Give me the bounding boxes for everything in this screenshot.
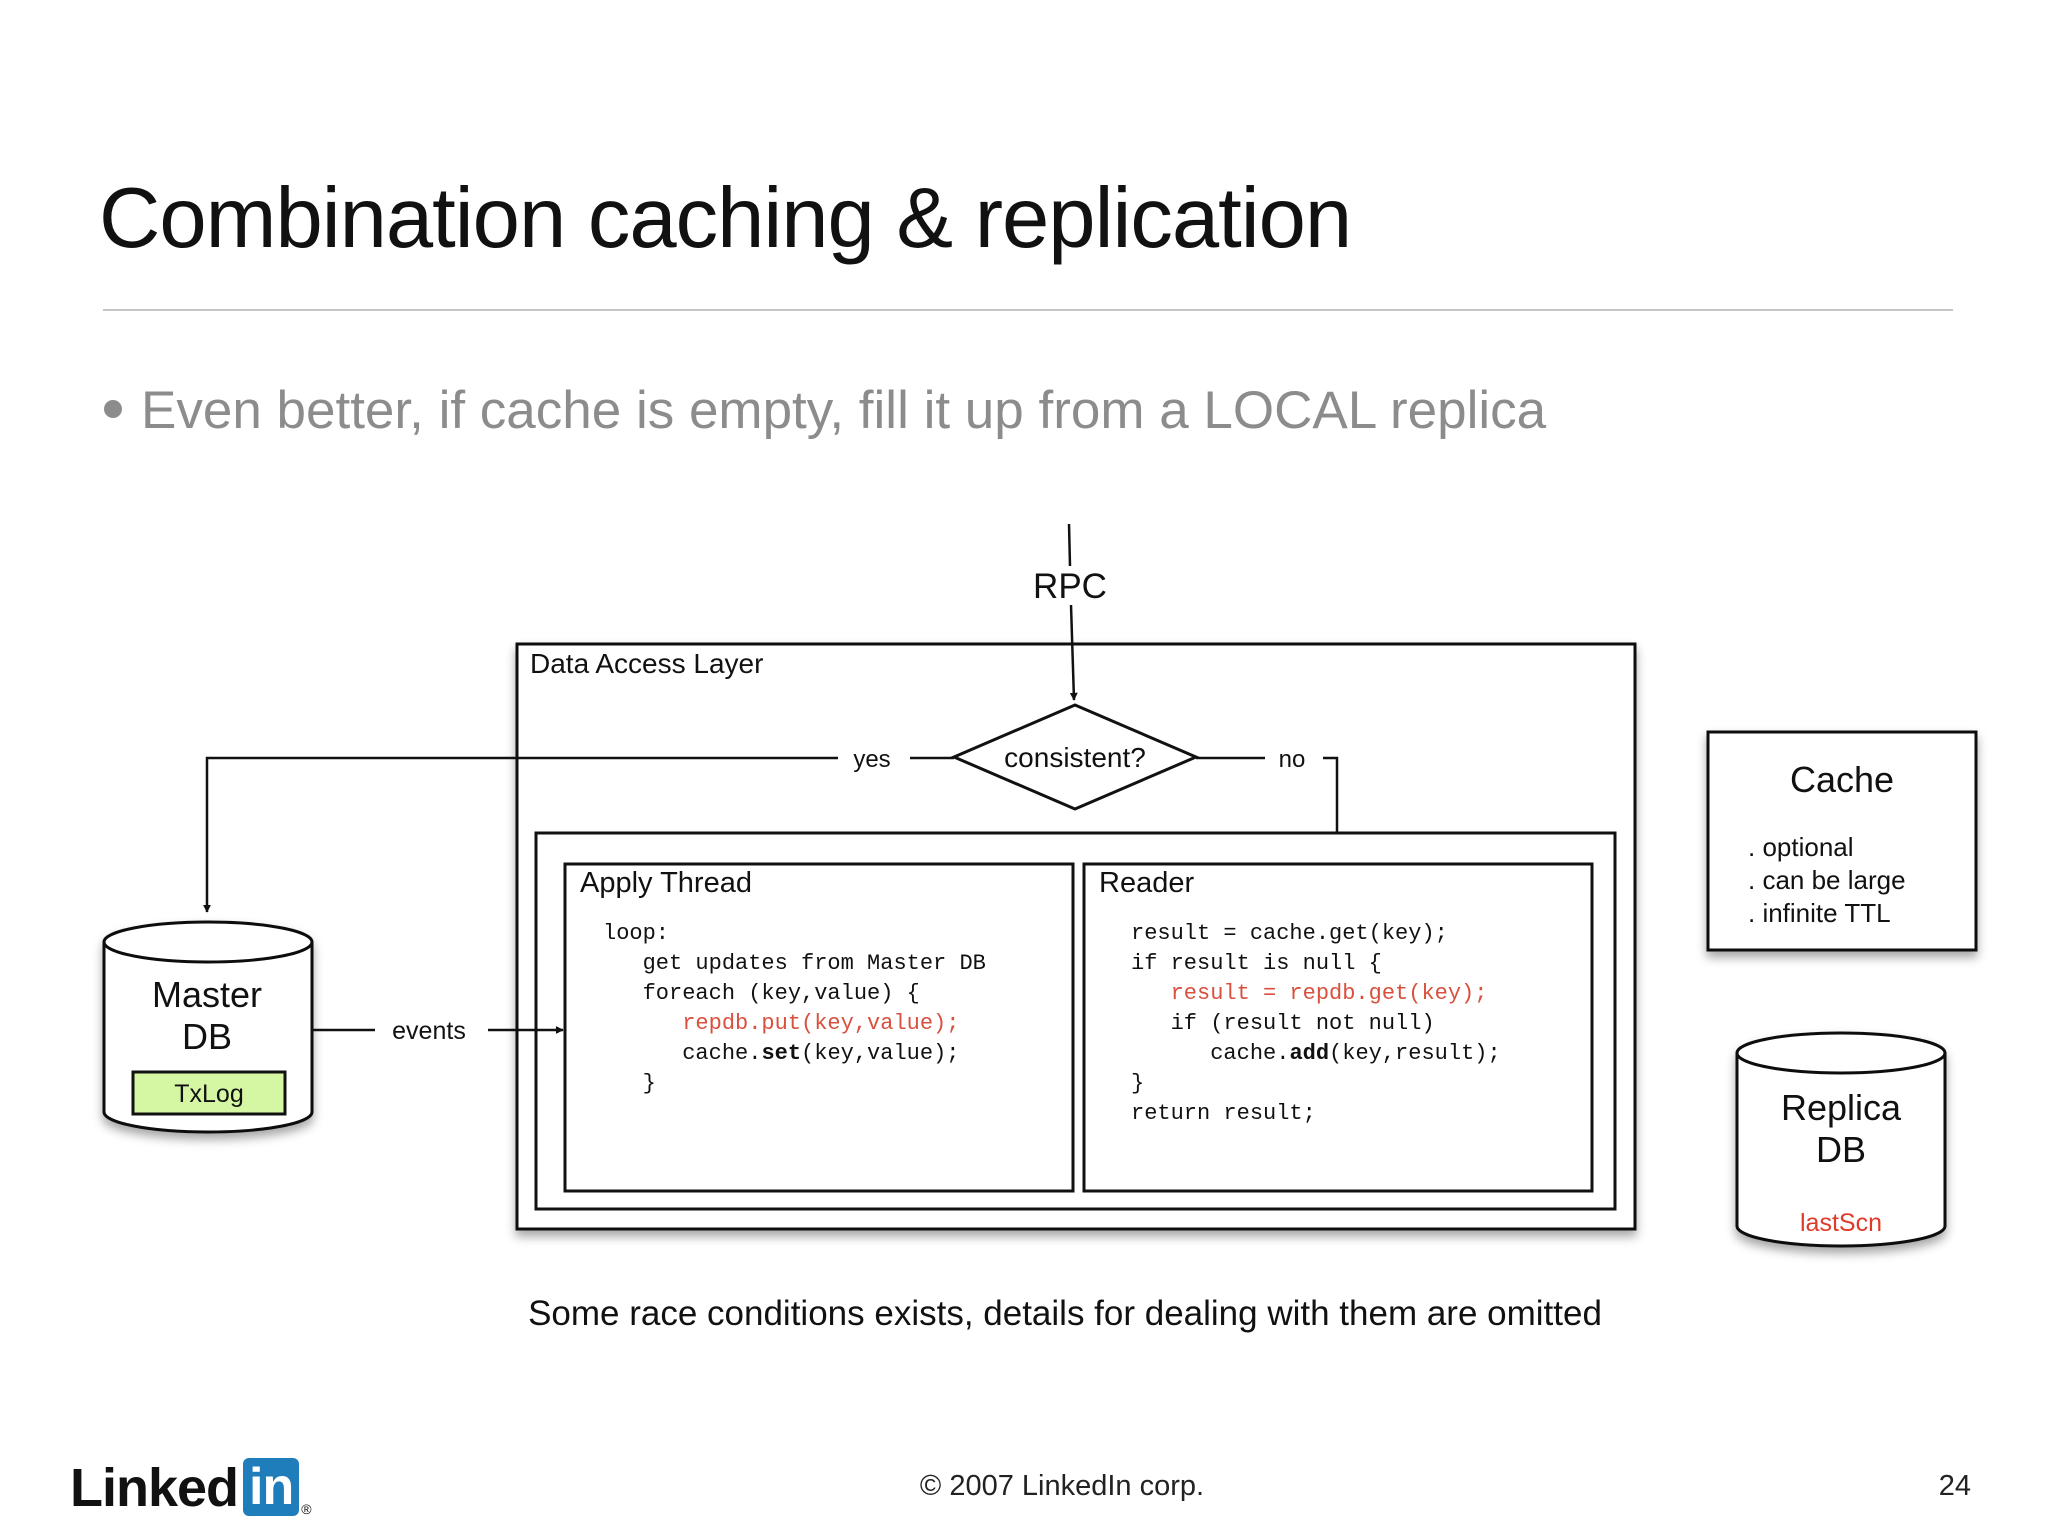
- logo-registered-mark: ®: [301, 1501, 312, 1517]
- apply-thread-title: Apply Thread: [580, 867, 752, 899]
- reader-code-line: result = repdb.get(key);: [1131, 981, 1487, 1006]
- page-number: 24: [1938, 1470, 1971, 1502]
- slide-title: Combination caching & replication: [99, 171, 1352, 266]
- replica-db-cylinder: [1735, 1031, 1947, 1248]
- consistent-decision-diamond: [950, 703, 1200, 811]
- title-divider: [103, 309, 1953, 311]
- reader-code-line: }: [1131, 1071, 1144, 1096]
- master-db-label-line2: DB: [182, 1016, 232, 1057]
- rpc-line-top: [1067, 523, 1072, 567]
- reader-code-method: add: [1289, 1041, 1329, 1066]
- apply-thread-code-line: repdb.put(key,value);: [603, 1011, 959, 1036]
- txlog-box: [131, 1070, 287, 1116]
- no-label: no: [1279, 746, 1306, 773]
- bullet-text: Even better, if cache is empty, fill it …: [141, 381, 1547, 440]
- reader-code-line: if result is null {: [1131, 951, 1382, 976]
- reader-title: Reader: [1099, 867, 1194, 899]
- reader-box: [1082, 862, 1594, 1193]
- reader-code: result = cache.get(key); if result is nul…: [1131, 921, 1501, 1126]
- no-arrow-to-reader: [1323, 756, 1341, 861]
- replica-db-label-line2: DB: [1816, 1129, 1866, 1170]
- race-condition-note: Some race conditions exists, details for…: [528, 1294, 1602, 1333]
- copyright-text: © 2007 LinkedIn corp.: [919, 1470, 1205, 1502]
- cache-title: Cache: [1790, 759, 1894, 800]
- bullet-dot: [104, 400, 122, 418]
- logo-in-box: in: [243, 1458, 300, 1516]
- master-db-label-line1: Master: [152, 974, 262, 1015]
- reader-code-line: result = cache.get(key);: [1131, 921, 1448, 946]
- apply-thread-code-post: (key,value);: [801, 1041, 959, 1066]
- cache-note: . optional: [1748, 832, 1854, 862]
- apply-thread-code-line: get updates from Master DB: [603, 951, 986, 976]
- apply-thread-code: loop: get updates from Master DB foreach…: [603, 921, 986, 1096]
- replica-db-label-line1: Replica: [1781, 1087, 1902, 1128]
- cache-box: [1706, 730, 1978, 952]
- txlog-label: TxLog: [174, 1080, 243, 1108]
- reader-code-line: cache.add(key,result);: [1131, 1041, 1501, 1066]
- apply-thread-code-pre: cache.: [603, 1041, 761, 1066]
- data-access-layer-label: Data Access Layer: [530, 648, 763, 679]
- linkedin-logo: Linked in ®: [70, 1448, 312, 1516]
- logo-wordmark: Linked: [70, 1458, 239, 1518]
- cache-notes: . optional. can be large. infinite TTL: [1748, 832, 1906, 928]
- reader-code-post: (key,result);: [1329, 1041, 1501, 1066]
- cache-note: . can be large: [1748, 865, 1906, 895]
- reader-code-pre: cache.: [1131, 1041, 1289, 1066]
- rpc-label: RPC: [1033, 567, 1107, 606]
- apply-thread-code-method: set: [761, 1041, 801, 1066]
- apply-thread-code-line: }: [603, 1071, 656, 1096]
- apply-thread-code-line: foreach (key,value) {: [603, 981, 920, 1006]
- reader-code-line: if (result not null): [1131, 1011, 1435, 1036]
- rpc-arrow: [1069, 604, 1078, 701]
- apply-thread-code-line: cache.set(key,value);: [603, 1041, 959, 1066]
- yes-arrow-to-master-db: [203, 756, 838, 913]
- apply-thread-code-line: loop:: [603, 921, 669, 946]
- yes-label: yes: [853, 746, 890, 773]
- last-scn-label: lastScn: [1800, 1209, 1882, 1237]
- reader-code-line: return result;: [1131, 1101, 1316, 1126]
- events-label: events: [392, 1017, 466, 1045]
- cache-note: . infinite TTL: [1748, 898, 1891, 928]
- apply-thread-box: [563, 862, 1075, 1193]
- consistent-decision-label: consistent?: [1004, 742, 1146, 773]
